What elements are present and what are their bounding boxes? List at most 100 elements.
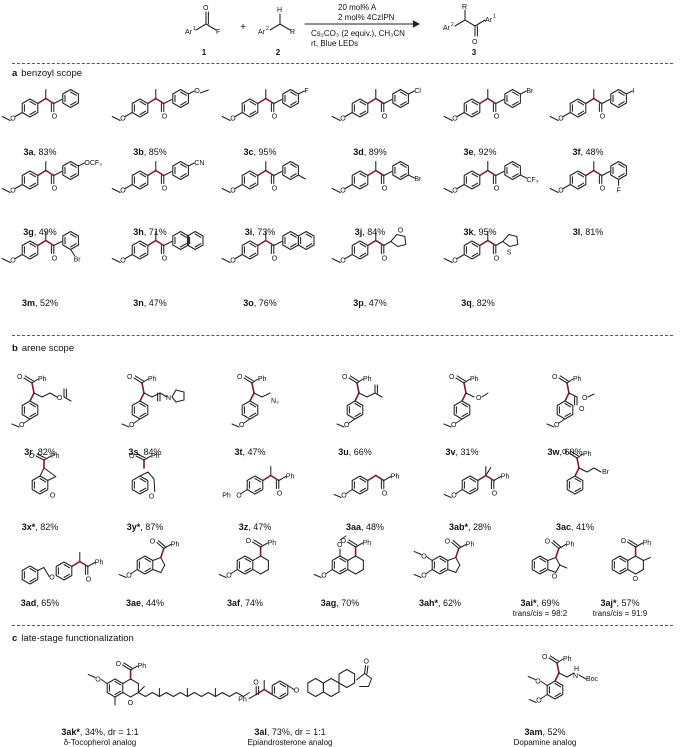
phenyl: Ph	[583, 451, 592, 458]
compound-id: 3aj*	[600, 598, 617, 608]
compound-id: 3ad	[20, 598, 37, 608]
phenyl: Ph	[222, 493, 231, 500]
compound-yield: , 44%	[141, 598, 165, 608]
atom-OCF3: OCF₃	[84, 160, 102, 167]
atom-Br: Br	[74, 257, 82, 264]
methoxy-O: O	[340, 188, 346, 195]
carbonyl-O: O	[494, 186, 500, 193]
compound-label: 3aa, 48%	[346, 522, 384, 532]
compound-id: 3v	[445, 447, 456, 457]
carbonyl-O: O	[545, 539, 551, 546]
compound-id: 3h	[133, 227, 144, 237]
compound-label: 3i, 73%	[245, 227, 276, 237]
atom-CN: CN	[194, 160, 204, 167]
carbonyl-O: O	[17, 374, 23, 381]
compound-yield: , 95%	[473, 227, 497, 237]
methoxy-O: O	[230, 188, 236, 195]
methoxy-O: O	[421, 573, 427, 580]
compound-id: 3t	[234, 447, 243, 457]
carbonyl-O: O	[272, 186, 278, 193]
carbonyl-O: O	[52, 114, 58, 121]
ether-O: O	[49, 575, 55, 582]
compound-label: 3r, 82%	[24, 447, 56, 457]
compound-id: 3j	[354, 227, 363, 237]
ether-O: O	[294, 688, 300, 695]
methoxy-O: O	[230, 258, 236, 265]
thiophene-S: S	[507, 250, 512, 257]
compound-id: 3g	[23, 227, 34, 237]
condition-2: 2 mol% 4CzIPN	[338, 13, 395, 22]
atom-F: F	[617, 188, 621, 195]
carbonyl-O: O	[621, 538, 627, 545]
atom-I: I	[632, 88, 634, 95]
methoxy-O: O	[558, 116, 564, 123]
divider-top	[12, 63, 673, 64]
compound-label: 3d, 89%	[353, 147, 387, 157]
compound-label: 3x*, 82%	[22, 522, 59, 532]
carbonyl-O: O	[542, 654, 548, 661]
amine-N: N	[573, 673, 578, 680]
ester-O: O	[582, 395, 588, 402]
ketone-O: O	[364, 659, 370, 666]
compound-label: 3o, 76%	[243, 298, 277, 308]
phenyl: Ph	[151, 453, 160, 460]
carbonyl-O: O	[129, 453, 135, 460]
compound-id: 3a	[23, 147, 34, 157]
compound-id: 3s	[128, 447, 139, 457]
boc-group: Boc	[586, 676, 599, 683]
compound-id: 3am	[524, 727, 543, 737]
compound-yield: , 76%	[253, 298, 277, 308]
compound-id: 3ae	[125, 598, 142, 608]
compound-yield: , 49%	[33, 227, 57, 237]
methoxy-O: O	[194, 88, 200, 95]
carbonyl-O: O	[116, 661, 122, 668]
svg-text:2: 2	[266, 26, 269, 32]
carbonyl-O: O	[341, 538, 347, 545]
compound-yield: , 66%	[348, 447, 372, 457]
compound-label: 3al, 73%, dr = 1:1	[254, 727, 325, 737]
carbonyl-O: O	[342, 374, 348, 381]
compound-note: δ-Tocopherol analog	[63, 738, 137, 747]
compound-id: 3r	[24, 447, 33, 457]
methoxy-O: O	[239, 422, 245, 429]
compound-label: 3e, 92%	[463, 147, 496, 157]
phenyl: Ph	[466, 542, 475, 549]
methoxy-O: O	[226, 573, 232, 580]
reagent-1-number: 1	[201, 48, 207, 57]
compound-yield: , 70%	[336, 598, 360, 608]
compound-yield: , 81%	[580, 227, 604, 237]
svg-text:Ar: Ar	[258, 29, 266, 36]
phenyl: Ph	[171, 542, 180, 549]
svg-text:2: 2	[451, 22, 454, 28]
amide-N: N	[166, 395, 171, 402]
compound-yield: , 48%	[580, 147, 604, 157]
atom-R: R	[290, 29, 295, 36]
compound-yield: , 31%	[455, 447, 479, 457]
phenyl: Ph	[501, 474, 510, 481]
phenyl: Ph	[258, 376, 267, 383]
compound-id: 3i	[244, 227, 253, 237]
compound-label: 3b, 85%	[133, 147, 167, 157]
compound-id: 3af	[226, 598, 240, 608]
compound-id: 3c	[243, 147, 254, 157]
phenyl: Ph	[563, 656, 572, 663]
compound-yield: , 95%	[253, 147, 277, 157]
carbonyl-O: O	[382, 256, 388, 263]
methoxy-O: O	[19, 422, 25, 429]
compound-label: 3h, 71%	[133, 227, 167, 237]
compound-yield: , 74%	[240, 598, 264, 608]
methoxy-O: O	[452, 188, 458, 195]
methoxy-O: O	[535, 679, 541, 686]
compound-label: 3w, 60%	[547, 447, 582, 457]
carbonyl-O: O	[86, 577, 92, 584]
carbonyl-O: O	[382, 186, 388, 193]
compound-id: 3w	[547, 447, 560, 457]
methoxy-O: O	[126, 573, 132, 580]
plus-sign: +	[240, 22, 246, 33]
atom-O: O	[203, 5, 209, 12]
compound-label: 3j, 84%	[355, 227, 386, 237]
compound-yield: , 87%	[140, 522, 164, 532]
compound-label: 3c, 95%	[243, 147, 276, 157]
carbonyl-O: O	[150, 539, 156, 546]
